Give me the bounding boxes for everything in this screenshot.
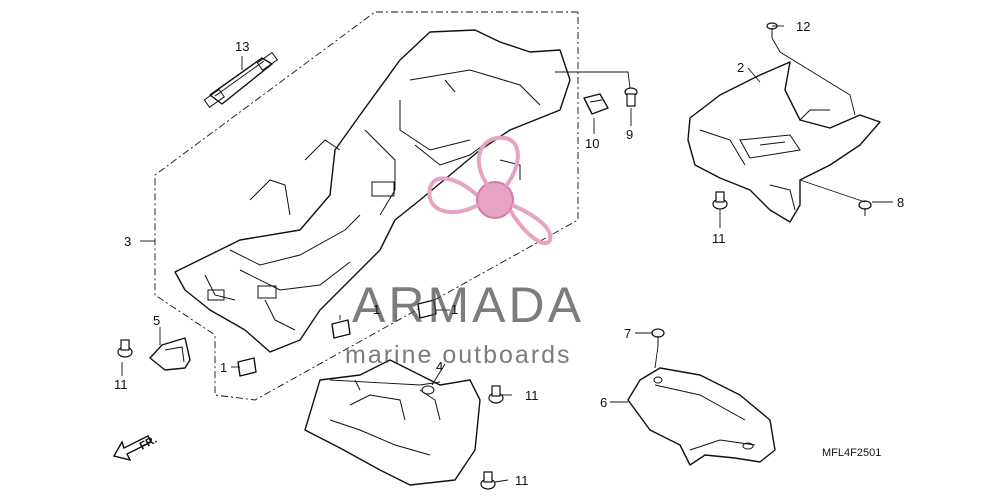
upper-cover bbox=[687, 61, 881, 223]
callout-10: 10 bbox=[585, 136, 599, 151]
callout-7: 7 bbox=[624, 326, 631, 341]
rear-lower-cover bbox=[627, 367, 776, 466]
callout-9: 9 bbox=[626, 127, 633, 142]
callout-1-mid: 1 bbox=[373, 302, 380, 317]
callout-11-cover: 11 bbox=[712, 231, 726, 246]
watermark-brand: ARMADA bbox=[352, 277, 584, 333]
bracket bbox=[149, 337, 191, 371]
callout-6: 6 bbox=[600, 395, 607, 410]
callout-3: 3 bbox=[124, 234, 131, 249]
front-direction-arrow: FR. bbox=[112, 434, 159, 462]
callout-4: 4 bbox=[436, 359, 443, 374]
callout-11-tray: 11 bbox=[525, 388, 539, 403]
logo-hub bbox=[476, 181, 514, 219]
propeller-logo bbox=[427, 135, 553, 246]
lower-under-tray bbox=[304, 359, 481, 486]
callout-1-left: 1 bbox=[220, 360, 227, 375]
callout-labels: 13 3 10 9 12 2 8 11 5 11 1 1 1 4 11 11 7… bbox=[114, 19, 904, 488]
assembly-boundary bbox=[154, 11, 579, 401]
watermark-tagline: marine outboards bbox=[345, 341, 572, 369]
arrow-shape bbox=[112, 435, 152, 462]
callout-1-right: 1 bbox=[451, 302, 458, 317]
diagram-code: MFL4F2501 bbox=[822, 447, 881, 459]
callout-11-bottom: 11 bbox=[515, 473, 529, 488]
callout-2: 2 bbox=[737, 60, 744, 75]
rear-fender-frame bbox=[174, 29, 571, 353]
logo-blade-top bbox=[477, 135, 520, 188]
callout-5: 5 bbox=[153, 313, 160, 328]
direction-label: FR. bbox=[138, 434, 159, 453]
callout-8: 8 bbox=[897, 195, 904, 210]
callout-13: 13 bbox=[235, 39, 249, 54]
leader-lines bbox=[121, 25, 893, 483]
callout-12: 12 bbox=[796, 19, 810, 34]
strap bbox=[203, 51, 278, 108]
clip bbox=[583, 93, 609, 115]
logo-blade-right bbox=[508, 203, 553, 246]
collar-nut bbox=[237, 299, 437, 377]
logo-blade-left bbox=[427, 176, 479, 215]
callout-11-left: 11 bbox=[114, 377, 128, 392]
